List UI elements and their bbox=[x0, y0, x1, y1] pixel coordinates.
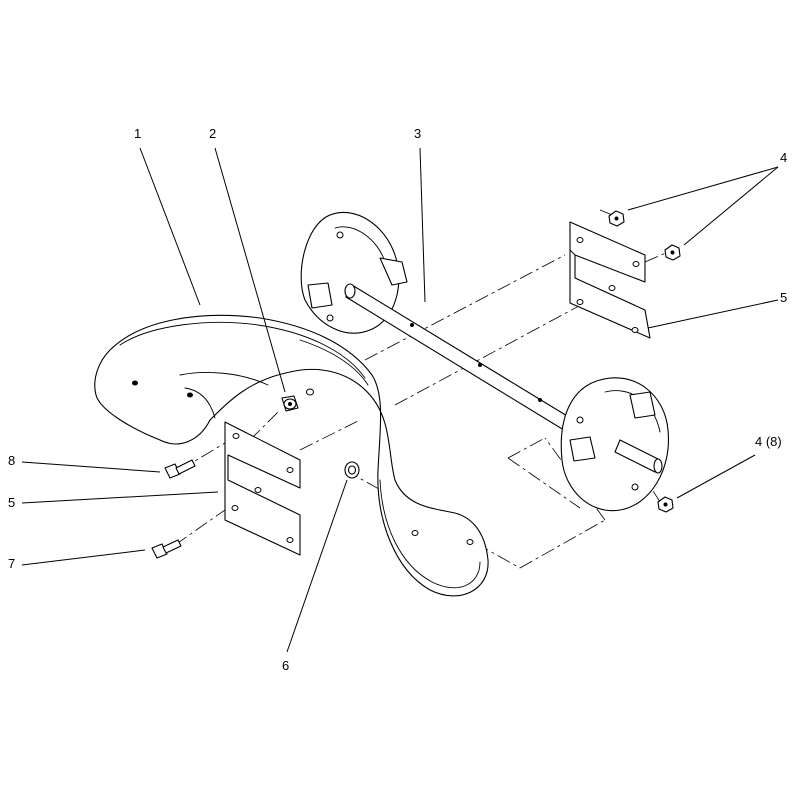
callout-4-8: 4 (8) bbox=[755, 434, 782, 449]
callout-5-left: 5 bbox=[8, 495, 15, 510]
callout-5-right: 5 bbox=[780, 290, 787, 305]
callout-8: 8 bbox=[8, 453, 15, 468]
mounting-plate-right bbox=[569, 221, 651, 339]
bushing bbox=[281, 395, 299, 412]
callout-4-top: 4 bbox=[780, 150, 787, 165]
callout-3: 3 bbox=[414, 126, 421, 141]
bearing bbox=[344, 461, 360, 479]
auger-shaft bbox=[300, 211, 670, 512]
nut-right bbox=[657, 496, 674, 513]
nut-top-1 bbox=[608, 210, 625, 227]
mounting-plate-left bbox=[224, 421, 301, 556]
callout-7: 7 bbox=[8, 556, 15, 571]
callout-1: 1 bbox=[134, 126, 141, 141]
auger-flighting bbox=[94, 314, 489, 597]
bolt-8 bbox=[164, 459, 196, 479]
callout-6: 6 bbox=[282, 658, 289, 673]
nut-top-2 bbox=[664, 244, 681, 261]
leader-lines bbox=[21, 147, 779, 653]
bolt-7 bbox=[151, 539, 182, 559]
callout-2: 2 bbox=[209, 126, 216, 141]
